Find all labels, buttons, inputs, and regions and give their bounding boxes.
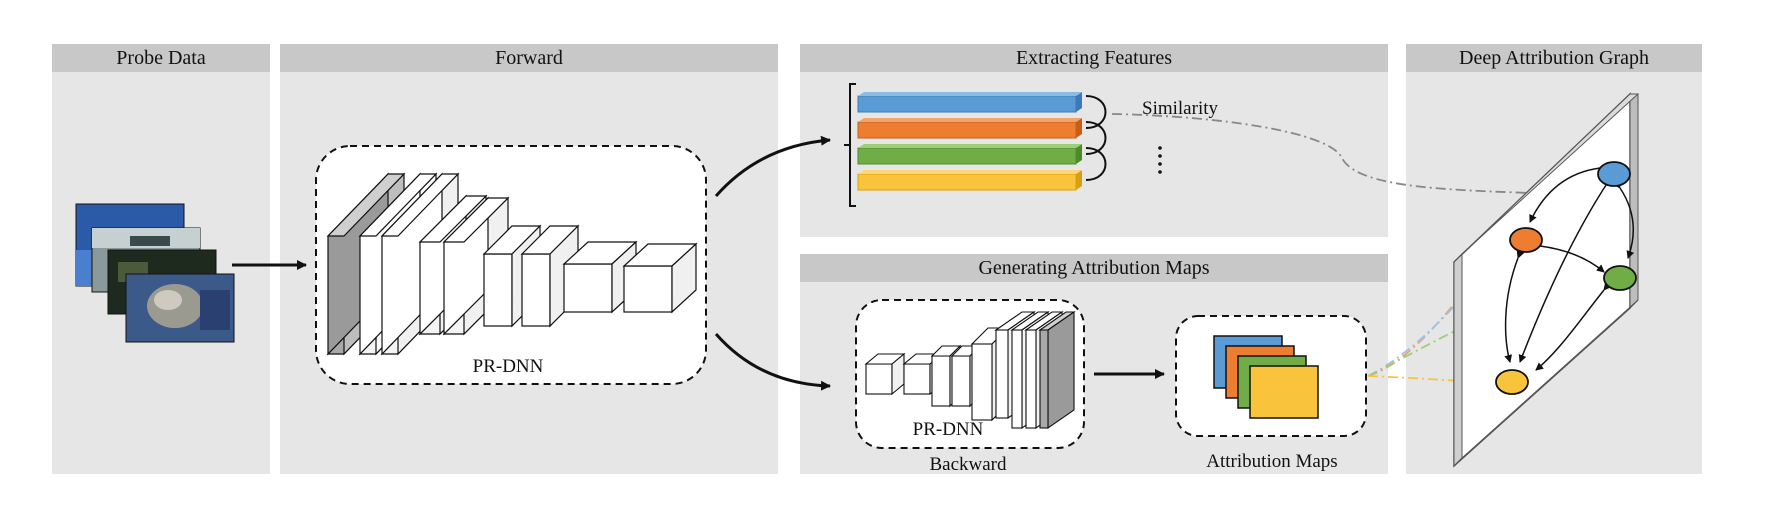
extracting-features-panel: Extracting Features: [800, 44, 1388, 237]
feature-bracket: [849, 83, 856, 207]
forward-header: Forward: [280, 44, 778, 72]
vertical-ellipsis: [1158, 146, 1162, 174]
deep-graph-header: Deep Attribution Graph: [1406, 44, 1702, 72]
probe-images-stack: [75, 203, 235, 343]
similarity-to-graph-line: [1111, 113, 1557, 198]
attribution-map-stack: [1213, 335, 1319, 419]
similarity-label: Similarity: [1142, 98, 1219, 119]
graph-nodes: [1495, 161, 1637, 395]
probe-data-header: Probe Data: [52, 44, 270, 72]
feature-bar-green: [857, 144, 1082, 165]
feature-bar-yellow: [857, 170, 1082, 191]
graph-node-blue: [1597, 161, 1631, 187]
extracting-features-header: Extracting Features: [800, 44, 1388, 72]
similarity-loops: [1085, 95, 1107, 181]
arrow-forward-to-features: [714, 135, 831, 197]
attribution-maps-label: Attribution Maps: [1206, 451, 1337, 472]
backward-network-label: PR-DNN: [913, 419, 984, 440]
attribution-map-yellow: [1249, 365, 1319, 419]
generating-maps-header: Generating Attribution Maps: [800, 254, 1388, 282]
forward-network-layers: [326, 172, 698, 356]
feature-bars: [857, 92, 1082, 191]
forward-network-label: PR-DNN: [473, 356, 544, 377]
graph-node-orange: [1509, 227, 1543, 253]
graph-edges: [1504, 163, 1635, 371]
feature-bar-orange: [857, 118, 1082, 139]
probe-image-4: [125, 273, 235, 343]
backward-network-layers: [864, 310, 1076, 430]
feature-bar-blue: [857, 92, 1082, 113]
arrow-forward-to-backward: [714, 333, 831, 391]
backward-label: Backward: [929, 454, 1007, 475]
graph-node-yellow: [1495, 369, 1529, 395]
graph-node-green: [1603, 265, 1637, 291]
